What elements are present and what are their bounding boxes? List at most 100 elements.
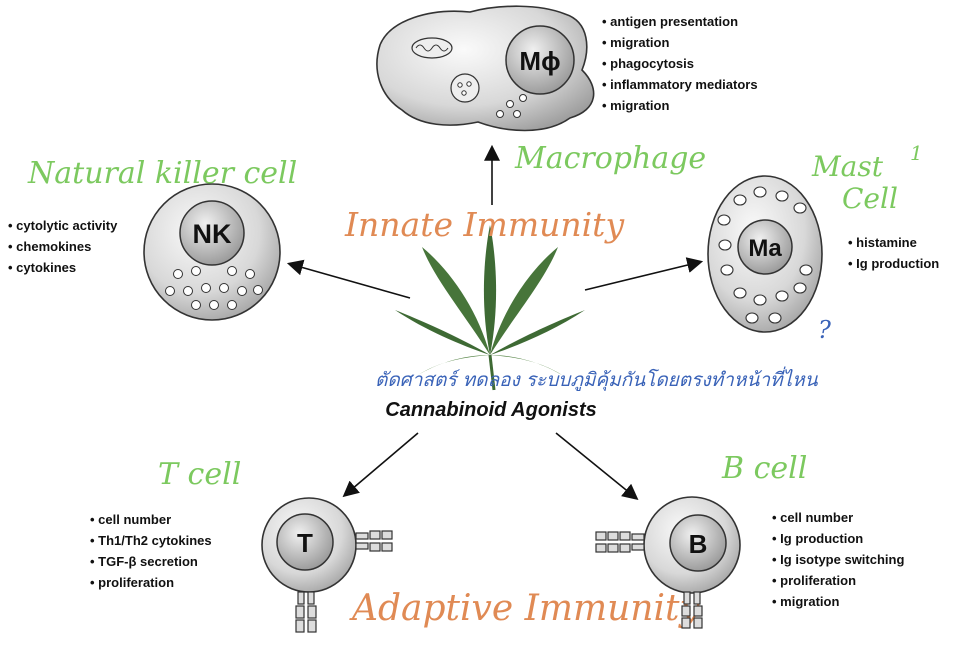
granule <box>733 194 747 206</box>
arrows <box>286 144 704 501</box>
arrow-to-bcell <box>555 432 639 501</box>
granule <box>466 81 472 87</box>
leaflet <box>422 247 490 355</box>
receptor-segment <box>307 591 315 605</box>
tcell-function: • proliferation <box>90 575 174 590</box>
t-symbol: T <box>297 528 313 558</box>
granule <box>519 94 527 102</box>
receptor-segment <box>619 531 631 541</box>
receptor-segment <box>307 605 317 619</box>
t-nucleus <box>276 513 334 571</box>
macrophage-function: • antigen presentation <box>602 14 738 29</box>
t-cell: T <box>261 497 393 633</box>
macrophage-cell: Mϕ <box>376 5 595 132</box>
granule <box>717 214 731 226</box>
receptor-segment <box>369 542 381 552</box>
nk-function: • cytolytic activity <box>8 218 118 233</box>
receptor-segment <box>607 543 619 553</box>
granule <box>506 100 514 108</box>
nk-cell: NK <box>143 183 281 321</box>
granule <box>496 110 504 118</box>
granule <box>753 186 767 198</box>
leaflet <box>490 247 558 355</box>
bcell-function: • migration <box>772 594 839 609</box>
nk-granules <box>165 266 263 310</box>
arrow-to-tcell <box>342 432 419 498</box>
vesicle <box>450 73 480 103</box>
leaf-stem <box>488 354 496 391</box>
leaflet <box>483 225 497 355</box>
bcell-function: • cell number <box>772 510 853 525</box>
receptor-segment <box>683 591 691 605</box>
nk-symbol: NK <box>193 219 232 249</box>
granule <box>720 264 734 276</box>
macrophage-function: • migration <box>602 35 669 50</box>
receptor-segment <box>295 619 305 633</box>
granule <box>745 312 759 324</box>
granule <box>191 300 201 310</box>
center-label: Cannabinoid Agonists <box>385 399 596 421</box>
granule <box>227 300 237 310</box>
granule <box>799 264 813 276</box>
b-nucleus <box>669 514 727 572</box>
tcell-handwritten-label: T cell <box>158 457 241 492</box>
mitochondrion-cristae <box>415 44 449 52</box>
granule <box>513 110 521 118</box>
granule <box>183 286 193 296</box>
granule <box>768 312 782 324</box>
thai-note-annotation: ตัดศาสตร์ ทดลอง ระบบภูมิคุ้มกันโดยตรงทำห… <box>375 366 819 391</box>
receptor-segment <box>295 605 305 619</box>
granule <box>201 283 211 293</box>
receptor-segment <box>355 542 369 550</box>
adaptive-immunity-annotation: Adaptive Immunity <box>349 588 700 629</box>
granule <box>775 190 789 202</box>
mast-handwritten-label-line1: Mast <box>811 150 884 183</box>
granule <box>461 90 467 96</box>
tcell-function: • cell number <box>90 512 171 527</box>
receptor-segment <box>297 591 305 605</box>
granule <box>237 286 247 296</box>
macrophage-function: • migration <box>602 98 669 113</box>
nk-nucleus <box>179 200 245 266</box>
t-receptor-right <box>355 530 393 552</box>
granule <box>253 285 263 295</box>
mast-nucleus <box>737 219 793 275</box>
mast-functions: • histamine • Ig production <box>848 235 939 271</box>
mast-symbol: Ma <box>748 235 782 262</box>
nk-function: • cytokines <box>8 260 76 275</box>
granule <box>733 287 747 299</box>
mast-handwritten-label-line2: Cell <box>842 182 898 215</box>
nk-handwritten-label: Natural killer cell <box>27 156 297 191</box>
granule <box>219 283 229 293</box>
granule <box>209 300 219 310</box>
granule <box>457 82 463 88</box>
receptor-segment <box>595 543 607 553</box>
b-symbol: B <box>689 529 708 559</box>
granule <box>227 266 237 276</box>
tcell-function: • Th1/Th2 cytokines <box>90 533 212 548</box>
receptor-segment <box>631 533 645 541</box>
receptor-segment <box>693 591 701 605</box>
receptor-segment <box>607 531 619 541</box>
receptor-segment <box>369 530 381 540</box>
leaflet <box>395 310 490 355</box>
macrophage-function: • inflammatory mediators <box>602 77 758 92</box>
granule <box>173 269 183 279</box>
receptor-segment <box>595 531 607 541</box>
macrophage-functions: • antigen presentation • migration • pha… <box>602 14 758 113</box>
granule <box>753 294 767 306</box>
receptor-segment <box>693 605 703 617</box>
arrow-to-mast <box>584 257 704 291</box>
nk-functions: • cytolytic activity • chemokines • cyto… <box>8 218 118 275</box>
bcell-functions: • cell number • Ig production • Ig isoty… <box>772 510 904 609</box>
tcell-function: • TGF-β secretion <box>90 554 198 569</box>
b-receptor-left <box>595 531 645 553</box>
macrophage-function: • phagocytosis <box>602 56 694 71</box>
receptor-segment <box>381 530 393 540</box>
bcell-function: • proliferation <box>772 573 856 588</box>
receptor-segment <box>619 543 631 553</box>
cannabis-leaf-icon <box>395 225 585 391</box>
granule <box>165 286 175 296</box>
question-mark-annotation: ? <box>818 316 831 344</box>
